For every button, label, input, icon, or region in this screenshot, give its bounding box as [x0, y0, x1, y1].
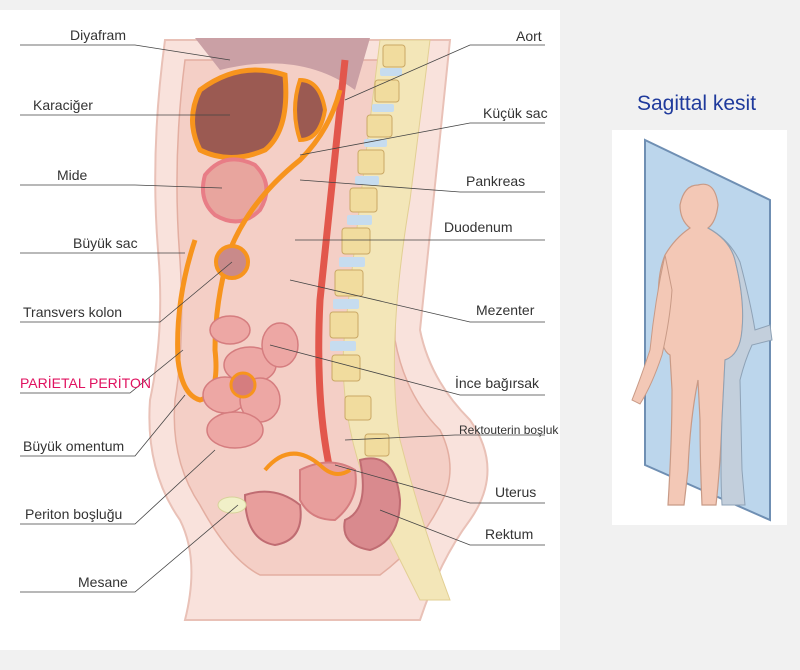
label-uterus: Uterus — [495, 484, 537, 500]
aorta — [315, 59, 349, 471]
pubic-bone — [217, 496, 247, 514]
label-transvers-kolon: Transvers kolon — [23, 304, 123, 320]
uterus — [299, 461, 357, 522]
label-ince-bagirsak: İnce bağırsak — [455, 375, 540, 391]
label-rektouterin-bosluk: Rektouterin boşluk — [459, 423, 559, 437]
intestine-cross-section — [229, 371, 257, 399]
label-diyafram: Diyafram — [70, 27, 127, 43]
label-karaciger: Karaciğer — [33, 97, 93, 113]
rectum — [343, 457, 402, 552]
right-leader-lines — [269, 44, 545, 546]
bladder — [243, 490, 302, 547]
label-parietal-periton: PARİETAL PERİTON — [20, 375, 151, 391]
liver-lobe — [293, 77, 328, 143]
label-duodenum: Duodenum — [444, 219, 513, 235]
label-kucuk-sac: Küçük sac — [483, 105, 548, 121]
sagittal-plane-figure — [631, 138, 773, 522]
stomach — [201, 157, 269, 224]
label-rektum: Rektum — [485, 526, 534, 542]
peritoneum-line — [175, 89, 343, 403]
label-pankreas: Pankreas — [466, 173, 526, 189]
lower-peritoneum-line — [263, 451, 352, 476]
sagittal-title: Sagittal kesit — [637, 92, 757, 115]
label-buyuk-omentum: Büyük omentum — [23, 438, 125, 454]
left-leader-lines — [20, 44, 239, 593]
label-periton-boslugu: Periton boşluğu — [25, 506, 123, 522]
label-mezenter: Mezenter — [476, 302, 535, 318]
label-aort: Aort — [516, 28, 542, 44]
label-buyuk-sac: Büyük sac — [73, 235, 138, 251]
diaphragm-shape — [195, 38, 370, 90]
label-mide: Mide — [57, 167, 88, 183]
label-mesane: Mesane — [78, 574, 128, 590]
liver — [190, 67, 289, 160]
